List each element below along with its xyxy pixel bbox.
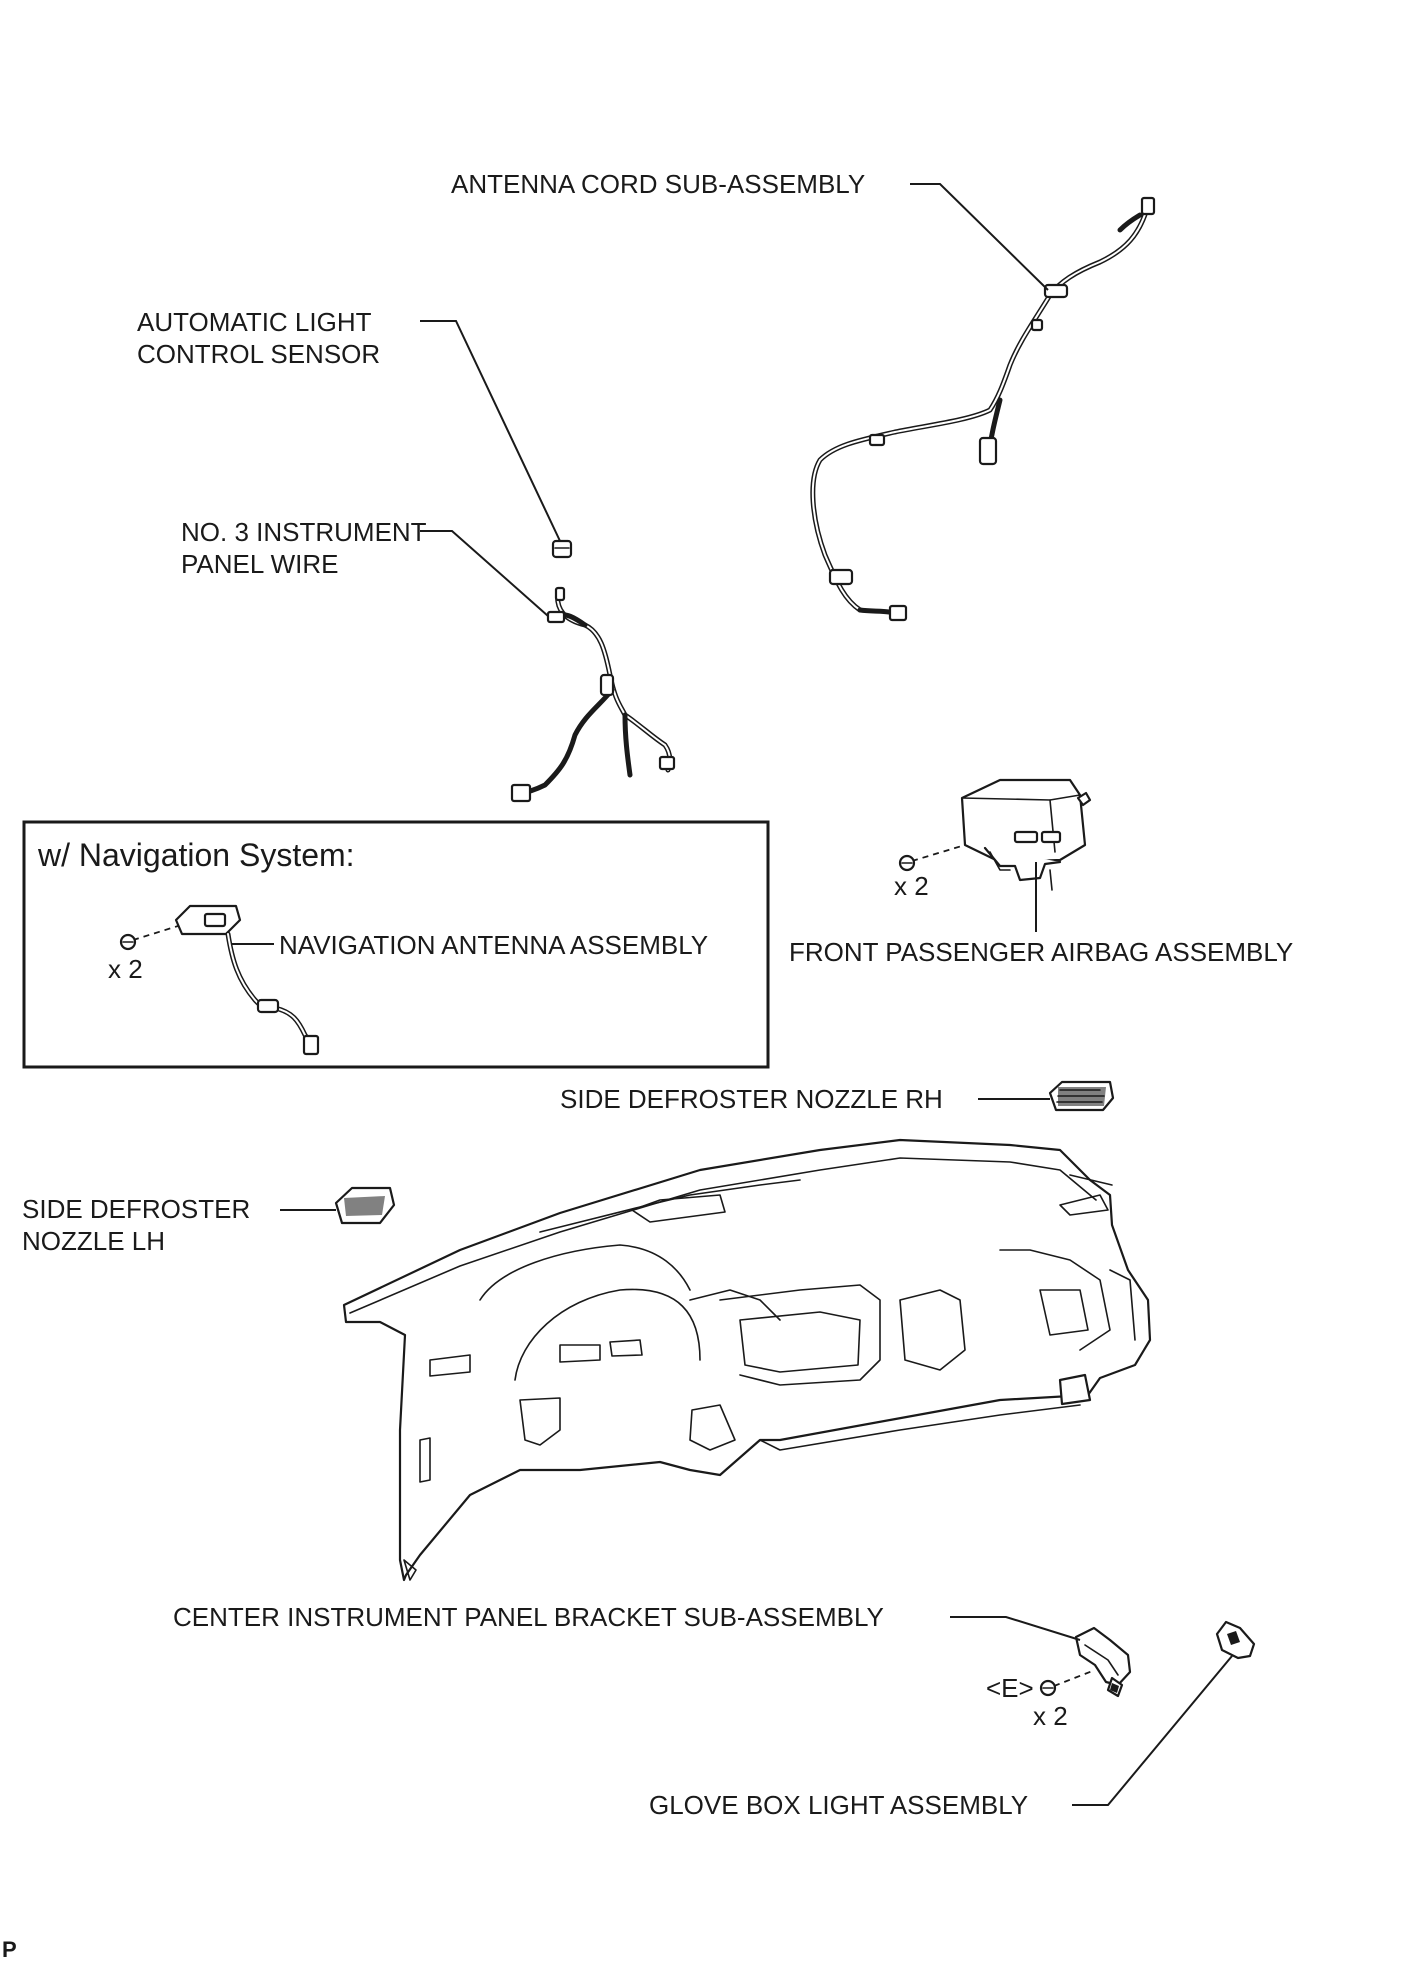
bracket-part xyxy=(1074,1626,1132,1698)
corner-mark: P xyxy=(2,1937,17,1962)
defroster-rh-label: SIDE DEFROSTER NOZZLE RH xyxy=(560,1084,943,1114)
instrument-panel-part xyxy=(342,1138,1152,1582)
defroster-lh-label-line2: NOZZLE LH xyxy=(22,1226,166,1256)
nav-antenna-label: NAVIGATION ANTENNA ASSEMBLY xyxy=(279,930,709,960)
light-sensor-leader xyxy=(420,320,561,542)
antenna-cord-label: ANTENNA CORD SUB-ASSEMBLY xyxy=(451,169,866,199)
defroster-nozzle-lh-part xyxy=(334,1186,396,1225)
nav-antenna-part xyxy=(174,904,320,1056)
light-sensor-label: AUTOMATIC LIGHT CONTROL SENSOR xyxy=(137,306,380,370)
glove-box-light-label: GLOVE BOX LIGHT ASSEMBLY xyxy=(649,1790,1029,1820)
defroster-lh-label-line1: SIDE DEFROSTER xyxy=(22,1194,251,1224)
instrument-wire-part xyxy=(510,586,676,803)
screw-icon xyxy=(119,933,137,951)
instrument-wire-label-line2: PANEL WIRE xyxy=(181,549,339,579)
instrument-wire-label: NO. 3 INSTRUMENT PANEL WIRE xyxy=(181,516,427,580)
airbag-qty: x 2 xyxy=(894,871,929,901)
defroster-lh-label: SIDE DEFROSTER NOZZLE LH xyxy=(22,1193,250,1257)
antenna-cord-part xyxy=(810,196,1156,622)
light-sensor-label-line1: AUTOMATIC LIGHT xyxy=(137,307,372,337)
antenna-cord-leader xyxy=(910,183,1049,291)
defroster-nozzle-rh-part xyxy=(1048,1080,1115,1112)
bracket-leader xyxy=(950,1616,1081,1641)
glove-box-light-part xyxy=(1215,1620,1256,1660)
bracket-qty: x 2 xyxy=(1033,1701,1068,1731)
airbag-part xyxy=(960,778,1092,891)
airbag-label: FRONT PASSENGER AIRBAG ASSEMBLY xyxy=(789,937,1294,967)
navigation-inset-box xyxy=(22,820,770,1069)
nav-antenna-qty: x 2 xyxy=(108,954,143,984)
screw-icon xyxy=(898,854,916,872)
bracket-screw-dash xyxy=(1053,1669,1096,1687)
instrument-wire-label-line1: NO. 3 INSTRUMENT xyxy=(181,517,427,547)
center-bracket-label: CENTER INSTRUMENT PANEL BRACKET SUB-ASSE… xyxy=(173,1602,884,1632)
light-sensor-label-line2: CONTROL SENSOR xyxy=(137,339,381,369)
light-sensor-part xyxy=(551,539,573,559)
inset-title: w/ Navigation System: xyxy=(38,837,355,873)
glove-box-light-leader xyxy=(1072,1655,1233,1806)
nav-screw-dash xyxy=(132,925,179,941)
instrument-wire-leader xyxy=(420,530,549,617)
airbag-screw-dash xyxy=(911,844,966,862)
bracket-code: <E> xyxy=(986,1673,1034,1703)
screw-icon xyxy=(1039,1679,1057,1697)
